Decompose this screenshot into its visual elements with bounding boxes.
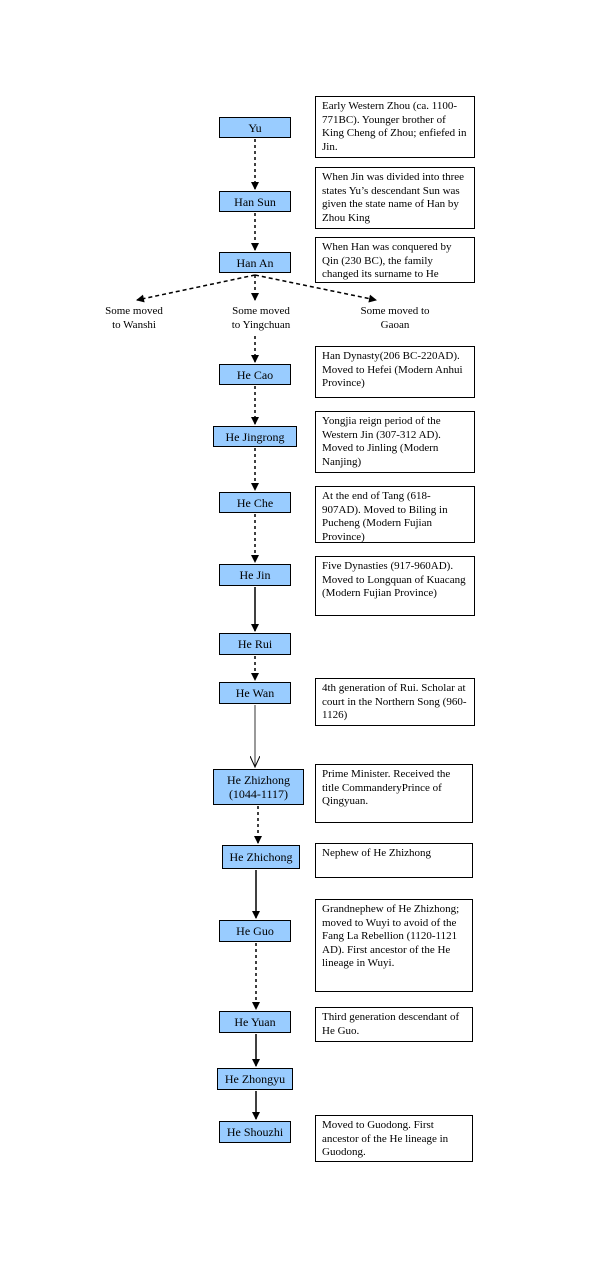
branch-label-gaoan: Some moved to Gaoan: [360, 305, 430, 331]
node-he-rui: He Rui: [219, 633, 291, 655]
note-he-cao: Han Dynasty(206 BC-220AD). Moved to Hefe…: [315, 346, 475, 398]
link-han-an-wanshi: [136, 274, 256, 303]
node-he-zhizhong: He Zhizhong (1044-1117): [213, 769, 304, 805]
node-he-zhongyu: He Zhongyu: [217, 1068, 293, 1090]
note-han-an: When Han was conquered by Qin (230 BC), …: [315, 237, 475, 283]
node-he-guo: He Guo: [219, 920, 291, 942]
node-he-cao: He Cao: [219, 364, 291, 385]
note-he-wan: 4th generation of Rui. Scholar at court …: [315, 678, 475, 726]
note-yu: Early Western Zhou (ca. 1100-771BC). You…: [315, 96, 475, 158]
node-he-wan: He Wan: [219, 682, 291, 704]
node-yu: Yu: [219, 117, 291, 138]
node-he-che: He Che: [219, 492, 291, 513]
note-he-zhichong: Nephew of He Zhizhong: [315, 843, 473, 878]
note-he-che: At the end of Tang (618-907AD). Moved to…: [315, 486, 475, 543]
branch-label-wanshi: Some moved to Wanshi: [105, 305, 163, 331]
note-he-zhizhong: Prime Minister. Received the title Comma…: [315, 764, 473, 823]
branch-label-yingchuan: Some moved to Yingchuan: [231, 305, 291, 331]
note-he-jin: Five Dynasties (917-960AD). Moved to Lon…: [315, 556, 475, 616]
node-he-jingrong: He Jingrong: [213, 426, 297, 447]
note-he-yuan: Third generation descendant of He Guo.: [315, 1007, 473, 1042]
node-he-yuan: He Yuan: [219, 1011, 291, 1033]
note-he-shouzhi: Moved to Guodong. First ancestor of the …: [315, 1115, 473, 1162]
note-he-guo: Grandnephew of He Zhizhong; moved to Wuy…: [315, 899, 473, 992]
node-han-sun: Han Sun: [219, 191, 291, 212]
node-he-shouzhi: He Shouzhi: [219, 1121, 291, 1143]
node-he-jin: He Jin: [219, 564, 291, 586]
node-han-an: Han An: [219, 252, 291, 273]
note-han-sun: When Jin was divided into three states Y…: [315, 167, 475, 229]
note-he-jingrong: Yongjia reign period of the Western Jin …: [315, 411, 475, 473]
node-he-zhichong: He Zhichong: [222, 845, 300, 869]
